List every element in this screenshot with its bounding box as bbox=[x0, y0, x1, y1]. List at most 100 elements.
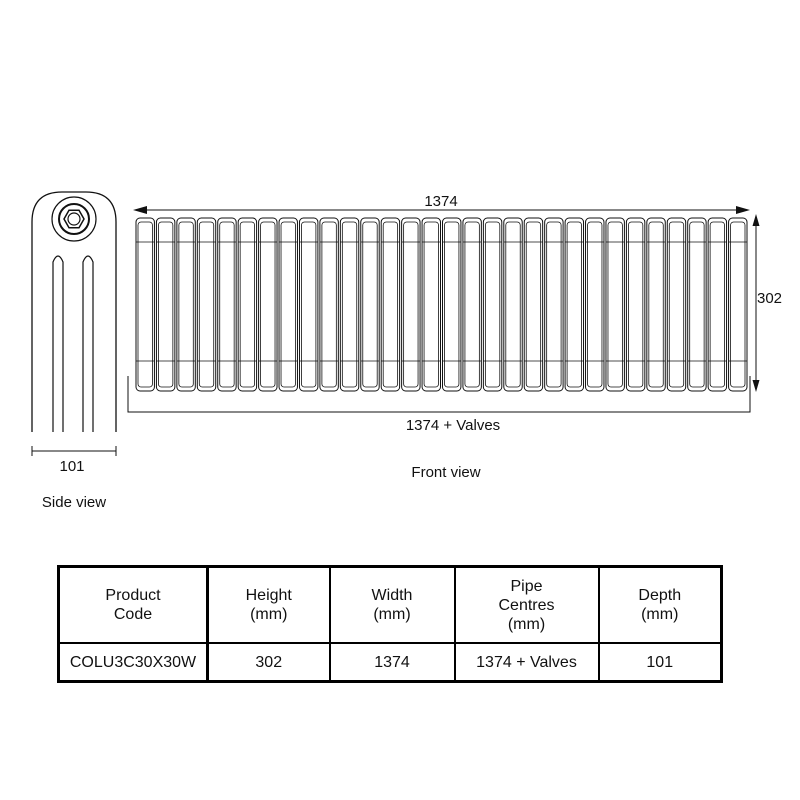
column-section bbox=[503, 217, 523, 392]
column-tube bbox=[301, 221, 317, 388]
cell-pipe-centres: 1374 + Valves bbox=[453, 642, 600, 683]
column-section bbox=[237, 217, 258, 392]
radiator-column bbox=[155, 217, 176, 392]
radiator-column bbox=[462, 217, 482, 392]
column-section bbox=[401, 217, 421, 392]
column-section bbox=[196, 217, 217, 392]
column-tube bbox=[607, 221, 623, 388]
radiator-column bbox=[258, 217, 278, 392]
column-section bbox=[605, 217, 625, 392]
radiator-column bbox=[707, 217, 728, 392]
header-depth: Depth (mm) bbox=[597, 565, 723, 644]
cell-product-code: COLU3C30X30W bbox=[57, 642, 209, 683]
column-section bbox=[135, 217, 155, 392]
column-tube bbox=[444, 221, 460, 388]
column-section bbox=[728, 217, 748, 392]
column-section bbox=[585, 217, 605, 392]
column-tube bbox=[137, 221, 153, 388]
depth-dimension-label: 101 bbox=[59, 458, 84, 475]
radiator-column bbox=[278, 217, 298, 392]
side-view-outline bbox=[31, 191, 117, 432]
column-section bbox=[564, 217, 585, 392]
column-tube bbox=[321, 221, 337, 388]
column-tube bbox=[239, 221, 255, 388]
valve-nut-icon bbox=[51, 196, 97, 242]
column-tube bbox=[668, 221, 685, 388]
radiator-column bbox=[319, 217, 339, 392]
radiator-column bbox=[135, 217, 155, 392]
radiator-column bbox=[421, 217, 442, 392]
column-section bbox=[360, 217, 380, 392]
radiator-column bbox=[544, 217, 564, 392]
radiator-column bbox=[605, 217, 625, 392]
column-section bbox=[339, 217, 360, 392]
column-section bbox=[176, 217, 196, 392]
radiator-column bbox=[625, 217, 646, 392]
front-view: 1374 302 1374 + Valves Front view bbox=[127, 193, 782, 481]
radiator-column bbox=[298, 217, 319, 392]
column-section bbox=[155, 217, 176, 392]
column-section bbox=[442, 217, 462, 392]
radiator-column bbox=[564, 217, 585, 392]
radiator-column bbox=[482, 217, 503, 392]
column-section bbox=[298, 217, 319, 392]
side-view-caption: Side view bbox=[42, 494, 106, 511]
radiator-column bbox=[687, 217, 707, 392]
column-tube bbox=[382, 221, 399, 388]
column-tube bbox=[219, 221, 235, 388]
column-tube bbox=[628, 221, 644, 388]
column-tube bbox=[525, 221, 542, 388]
column-tube bbox=[730, 221, 746, 388]
radiator-column bbox=[523, 217, 544, 392]
radiator-columns bbox=[135, 217, 748, 392]
column-section bbox=[258, 217, 278, 392]
column-tube bbox=[546, 221, 562, 388]
column-section bbox=[380, 217, 401, 392]
header-width: Width (mm) bbox=[328, 565, 456, 644]
width-dimension-label: 1374 bbox=[424, 193, 457, 210]
column-tube bbox=[158, 221, 174, 388]
height-dimension-label: 302 bbox=[757, 290, 782, 307]
side-column-1 bbox=[52, 255, 64, 432]
column-tube bbox=[280, 221, 296, 388]
column-tube bbox=[709, 221, 725, 388]
radiator-column bbox=[503, 217, 523, 392]
header-height: Height (mm) bbox=[206, 565, 331, 644]
column-tube bbox=[198, 221, 215, 388]
column-tube bbox=[689, 221, 705, 388]
radiator-column bbox=[442, 217, 462, 392]
radiator-column bbox=[585, 217, 605, 392]
column-section bbox=[544, 217, 564, 392]
pipe-centres-dimension-line bbox=[127, 376, 751, 413]
radiator-column bbox=[237, 217, 258, 392]
column-tube bbox=[464, 221, 480, 388]
column-tube bbox=[566, 221, 582, 388]
column-tube bbox=[178, 221, 194, 388]
header-pipe-centres: Pipe Centres (mm) bbox=[453, 565, 600, 644]
column-section bbox=[666, 217, 687, 392]
column-section bbox=[278, 217, 298, 392]
column-tube bbox=[362, 221, 378, 388]
column-tube bbox=[260, 221, 276, 388]
column-tube bbox=[587, 221, 603, 388]
column-section bbox=[687, 217, 707, 392]
radiator-column bbox=[380, 217, 401, 392]
pipe-centres-dimension-label: 1374 + Valves bbox=[406, 417, 500, 434]
column-section bbox=[462, 217, 482, 392]
side-column-2 bbox=[82, 255, 94, 432]
radiator-column bbox=[728, 217, 748, 392]
radiator-column bbox=[339, 217, 360, 392]
column-tube bbox=[403, 221, 419, 388]
radiator-column bbox=[217, 217, 237, 392]
column-tube bbox=[648, 221, 664, 388]
column-tube bbox=[341, 221, 358, 388]
width-arrow-right bbox=[736, 206, 750, 214]
technical-drawing: 101 Side view 1374 302 1374 + Valves Fro… bbox=[31, 191, 782, 511]
radiator-column bbox=[196, 217, 217, 392]
depth-dimension-line bbox=[31, 446, 117, 456]
column-section bbox=[482, 217, 503, 392]
radiator-column bbox=[176, 217, 196, 392]
column-section bbox=[217, 217, 237, 392]
column-section bbox=[421, 217, 442, 392]
front-view-caption: Front view bbox=[411, 464, 480, 481]
